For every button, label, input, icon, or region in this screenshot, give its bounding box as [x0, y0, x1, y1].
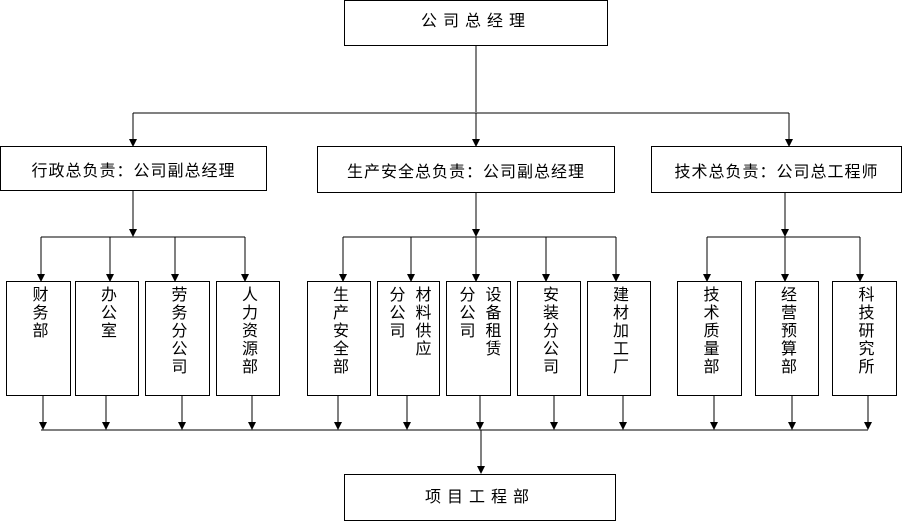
dept-label: 办公室	[98, 286, 117, 340]
project-dept-label: 项目工程部	[424, 487, 535, 506]
dept-label: 人力资源部	[239, 286, 258, 376]
dept-tech-quality: 技术质量部	[677, 281, 742, 396]
ceo-box: 公司总经理	[344, 0, 608, 46]
dept-label: 分公司	[386, 286, 406, 340]
dept-processing-plant: 建材加工厂	[587, 281, 651, 396]
dept-research: 科技研究所	[832, 281, 897, 396]
dept-office: 办公室	[75, 281, 139, 396]
branch-tech-box: 技术总负责：公司总工程师	[651, 146, 902, 193]
dept-hr: 人力资源部	[216, 281, 280, 396]
ceo-label: 公司总经理	[420, 11, 531, 30]
dept-label: 分公司	[456, 286, 476, 340]
dept-equipment: 设备租赁 分公司	[446, 281, 511, 396]
project-dept-box: 项目工程部	[344, 474, 616, 521]
dept-label: 财务部	[29, 286, 49, 340]
dept-label: 材料供应	[412, 286, 432, 358]
dept-production-safety: 生产安全部	[307, 281, 371, 396]
branch-tech-label: 技术总负责：公司总工程师	[674, 161, 879, 181]
dept-installation: 安装分公司	[517, 281, 581, 396]
dept-label: 科技研究所	[855, 286, 875, 376]
dept-materials: 材料供应 分公司	[377, 281, 440, 396]
branch-admin-box: 行政总负责：公司副总经理	[0, 146, 267, 191]
dept-label: 生产安全部	[330, 286, 349, 376]
dept-label: 设备租赁	[482, 286, 502, 358]
branch-admin-label: 行政总负责：公司副总经理	[31, 160, 236, 180]
dept-finance: 财务部	[6, 281, 71, 396]
branch-production-box: 生产安全总负责：公司副总经理	[317, 146, 615, 193]
dept-labor: 劳务分公司	[145, 281, 210, 396]
dept-label: 建材加工厂	[610, 286, 629, 376]
dept-budget: 经营预算部	[755, 281, 819, 396]
dept-label: 安装分公司	[540, 286, 559, 376]
dept-label: 技术质量部	[700, 286, 720, 376]
dept-label: 经营预算部	[778, 286, 797, 376]
dept-label: 劳务分公司	[168, 286, 188, 376]
branch-production-label: 生产安全总负责：公司副总经理	[346, 161, 585, 181]
